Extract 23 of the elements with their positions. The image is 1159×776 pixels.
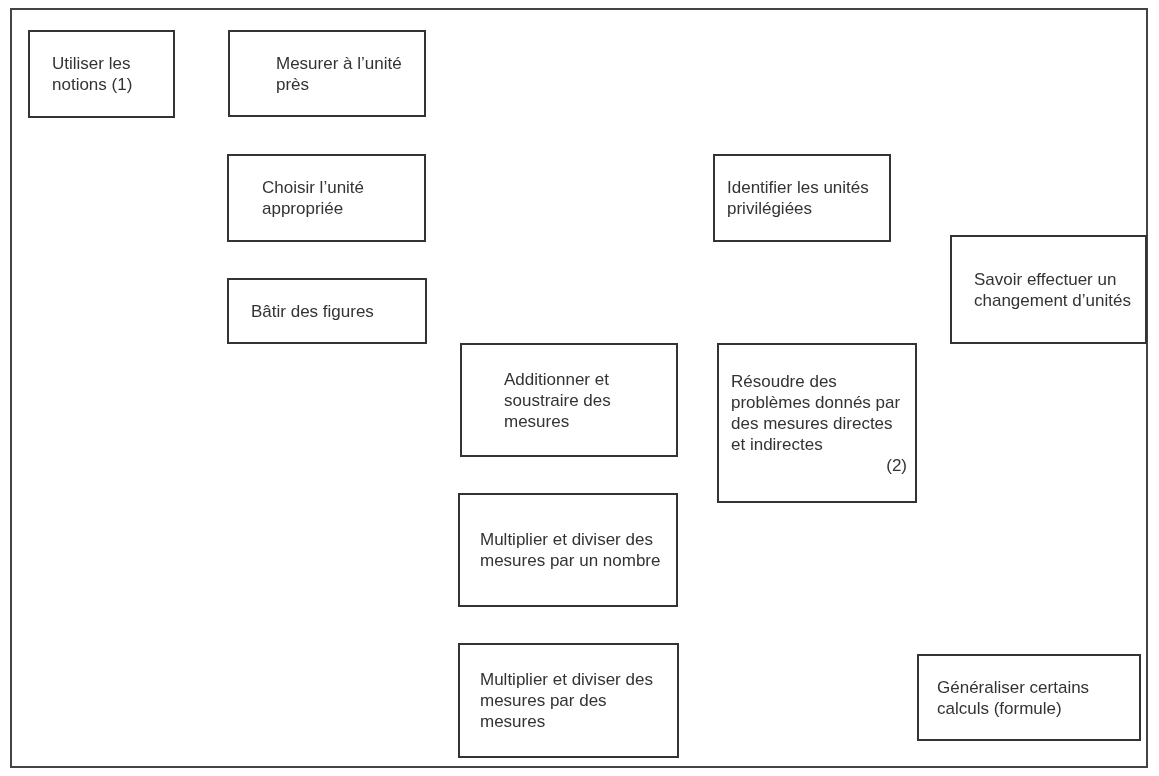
objective-box — [227, 278, 427, 344]
objective-box — [950, 235, 1147, 344]
objective-box — [458, 493, 678, 607]
objective-box — [228, 30, 426, 117]
objective-text: Multiplier et diviser des mesures par des mesures — [480, 669, 654, 732]
objective-box — [717, 343, 917, 503]
objective-text: Multiplier et diviser des mesures par un nombre — [480, 529, 662, 571]
objective-text: Mesurer à l’unité près — [276, 52, 403, 95]
footnote-mark: (2) — [886, 454, 907, 476]
objective-box — [460, 343, 678, 457]
objective-text: Bâtir des figures — [251, 300, 375, 322]
objective-box — [713, 154, 891, 242]
objective-text: Additionner et soustraire des mesures — [504, 368, 612, 432]
objective-text: Résoudre des problèmes donnés par des mesures directes et indirectes — [731, 370, 902, 455]
objective-box — [917, 654, 1141, 741]
objective-box — [227, 154, 426, 242]
objective-box — [458, 643, 679, 758]
objective-text: Choisir l’unité appropriée — [262, 177, 366, 219]
objective-text: Savoir effectuer un changement d’unités — [974, 268, 1132, 311]
objective-text: Identifier les unités privilégiées — [727, 177, 870, 219]
objective-box — [28, 30, 175, 118]
objective-text: Généraliser certains calculs (formule) — [937, 676, 1091, 719]
objective-text: Utiliser les notions (1) — [52, 53, 134, 95]
